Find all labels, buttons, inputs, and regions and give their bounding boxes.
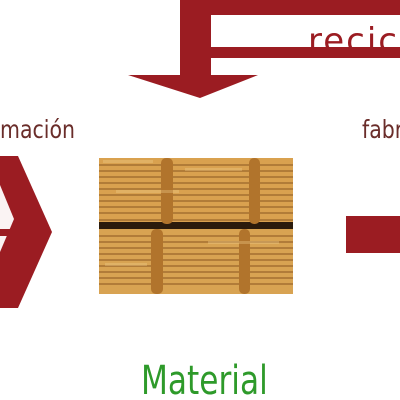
lumber-bottom-stack: [99, 229, 293, 294]
top-arrow-bar-lower: [180, 47, 400, 75]
lumber-shading: [103, 160, 279, 266]
recycling-label: recic: [308, 21, 399, 61]
right-arrow: [346, 216, 400, 253]
top-arrow: [128, 0, 400, 98]
lumber-spacers: [151, 158, 260, 294]
right-arrow-body: [346, 216, 400, 253]
left-arrow-shape: [0, 156, 52, 308]
manufacturing-label: fabr: [362, 115, 400, 144]
lumber-plank-lines: [99, 164, 293, 285]
lumber-top-stack: [99, 158, 293, 222]
transformation-label: mación: [0, 115, 76, 144]
lumber-stack-image: [99, 158, 293, 294]
left-arrow-inner-line: [0, 229, 18, 236]
left-arrow: [0, 156, 52, 308]
lumber-center-gap: [99, 222, 293, 229]
top-arrow-white-gap: [211, 15, 400, 47]
material-label: Material: [141, 358, 268, 400]
top-arrow-bar-upper: [180, 0, 400, 15]
